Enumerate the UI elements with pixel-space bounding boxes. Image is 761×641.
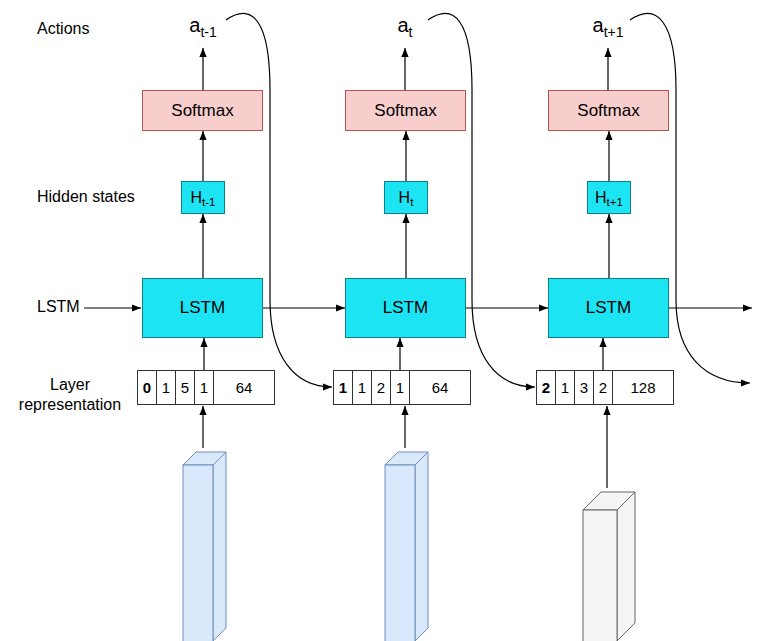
connector-arrow (466, 307, 548, 308)
subscript-text: t+1 (604, 24, 624, 40)
subscript-text: t+1 (607, 196, 623, 208)
representation-cell: 128 (612, 370, 674, 405)
node-text: H (190, 189, 202, 207)
action-label: at (397, 14, 412, 37)
label-text: a (189, 14, 200, 36)
hidden-state-box: Ht (384, 181, 428, 214)
lstm-box: LSTM (345, 278, 466, 338)
conv-layer-slab (183, 452, 226, 641)
representation-cell: 1 (555, 370, 575, 405)
node-text: 2 (599, 379, 607, 396)
action-arrow (607, 48, 608, 90)
node-text: 1 (162, 379, 170, 396)
node-text: Softmax (577, 101, 639, 121)
subscript-text: t (410, 196, 413, 208)
connector-arrow (405, 131, 406, 181)
node-text: 2 (377, 379, 385, 396)
connector-arrow (405, 214, 406, 278)
row-label: LSTM (37, 298, 80, 316)
subscript-text: t (409, 24, 413, 40)
node-text: H (399, 189, 411, 207)
representation-cell: 0 (137, 370, 157, 405)
representation-cell: 1 (194, 370, 214, 405)
connector-arrow (202, 131, 203, 181)
representation-cell: 64 (213, 370, 275, 405)
node-text: H (595, 189, 607, 207)
node-text: 1 (396, 379, 404, 396)
action-label: at-1 (189, 14, 216, 37)
representation-cell: 5 (175, 370, 195, 405)
row-label: Hidden states (37, 188, 135, 206)
representation-cell: 2 (593, 370, 613, 405)
node-text: 1 (358, 379, 366, 396)
node-text: Softmax (171, 101, 233, 121)
representation-cell: 64 (409, 370, 471, 405)
softmax-box: Softmax (142, 90, 263, 131)
node-text: LSTM (383, 298, 428, 318)
subscript-text: t-1 (200, 24, 216, 40)
representation-cell: 2 (536, 370, 556, 405)
connector-arrow (203, 338, 204, 370)
lstm-box: LSTM (142, 278, 263, 338)
label-text: a (593, 14, 604, 36)
softmax-box: Softmax (548, 90, 669, 131)
node-text: LSTM (180, 298, 225, 318)
label-text: a (397, 14, 408, 36)
row-label: Layer representation (14, 375, 126, 415)
input-arrow (84, 307, 141, 308)
subscript-text: t-1 (202, 196, 215, 208)
node-text: 128 (630, 379, 655, 396)
node-text: 1 (339, 379, 347, 396)
representation-cell: 1 (352, 370, 372, 405)
connector-arrow (399, 338, 400, 370)
row-label: Actions (37, 20, 89, 38)
node-text: 2 (542, 379, 550, 396)
representation-cell: 1 (333, 370, 353, 405)
hidden-state-box: Ht+1 (587, 181, 631, 214)
conv-layer-slab (385, 452, 428, 641)
output-arrow (669, 307, 752, 308)
node-text: 1 (561, 379, 569, 396)
action-arrow (202, 48, 203, 90)
representation-cell: 2 (371, 370, 391, 405)
pool-layer-slab (583, 492, 635, 641)
connector-arrow (608, 131, 609, 181)
representation-cell: 1 (156, 370, 176, 405)
connector-arrow (263, 307, 345, 308)
action-label: at+1 (593, 14, 624, 37)
node-text: 3 (580, 379, 588, 396)
node-text: 1 (200, 379, 208, 396)
label-text: LSTM (37, 298, 80, 315)
node-text: 5 (181, 379, 189, 396)
action-arrow (404, 48, 405, 90)
connector-arrow (602, 338, 603, 370)
connector-arrow (202, 214, 203, 278)
label-text: Hidden states (37, 188, 135, 205)
layer-arrow (404, 406, 405, 448)
lstm-box: LSTM (548, 278, 669, 338)
node-text: 64 (432, 379, 449, 396)
layer-arrow (606, 406, 607, 488)
node-text: 0 (143, 379, 151, 396)
representation-cell: 3 (574, 370, 594, 405)
node-text: LSTM (586, 298, 631, 318)
label-text: Layer representation (19, 376, 121, 413)
representation-cell: 1 (390, 370, 410, 405)
node-text: Softmax (374, 101, 436, 121)
node-text: 64 (236, 379, 253, 396)
label-text: Actions (37, 20, 89, 37)
layer-arrow (202, 406, 203, 448)
softmax-box: Softmax (345, 90, 466, 131)
hidden-state-box: Ht-1 (181, 181, 225, 214)
connector-arrow (608, 214, 609, 278)
